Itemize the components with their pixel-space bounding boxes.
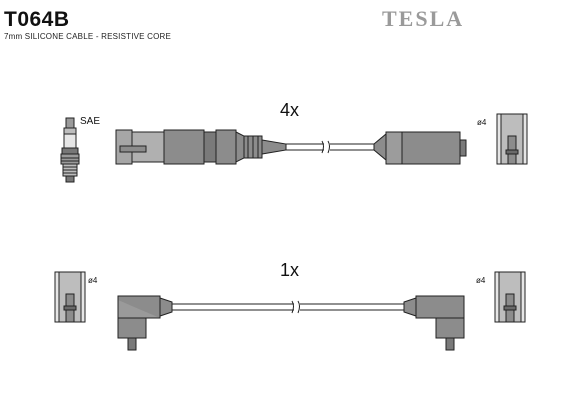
cable-description: 7mm SILICONE CABLE - RESISTIVE CORE	[4, 32, 172, 41]
bottom-cable	[172, 300, 404, 314]
top-cable	[286, 140, 374, 154]
bottom-quantity-label: 1x	[280, 260, 300, 280]
terminal-diameter-label-bottom-right: ø4	[476, 276, 486, 285]
terminal-diameter-label-top-right: ø4	[477, 118, 487, 127]
terminal-top-right-icon	[496, 113, 528, 165]
brand-logo: TESLA	[382, 6, 465, 31]
terminal-diameter-label-bottom-left: ø4	[88, 276, 98, 285]
spark-plug-icon	[60, 117, 80, 183]
terminal-bottom-right-icon	[494, 271, 526, 323]
spark-plug-label: SAE	[80, 116, 101, 127]
top-coil-boot	[373, 131, 467, 165]
bottom-right-angled-boot	[403, 295, 465, 351]
part-number-title: T064B	[4, 8, 70, 31]
terminal-bottom-left-icon	[54, 271, 86, 323]
top-quantity-label: 4x	[280, 100, 300, 120]
top-plug-boot	[115, 129, 287, 165]
bottom-left-angled-boot	[117, 295, 173, 351]
